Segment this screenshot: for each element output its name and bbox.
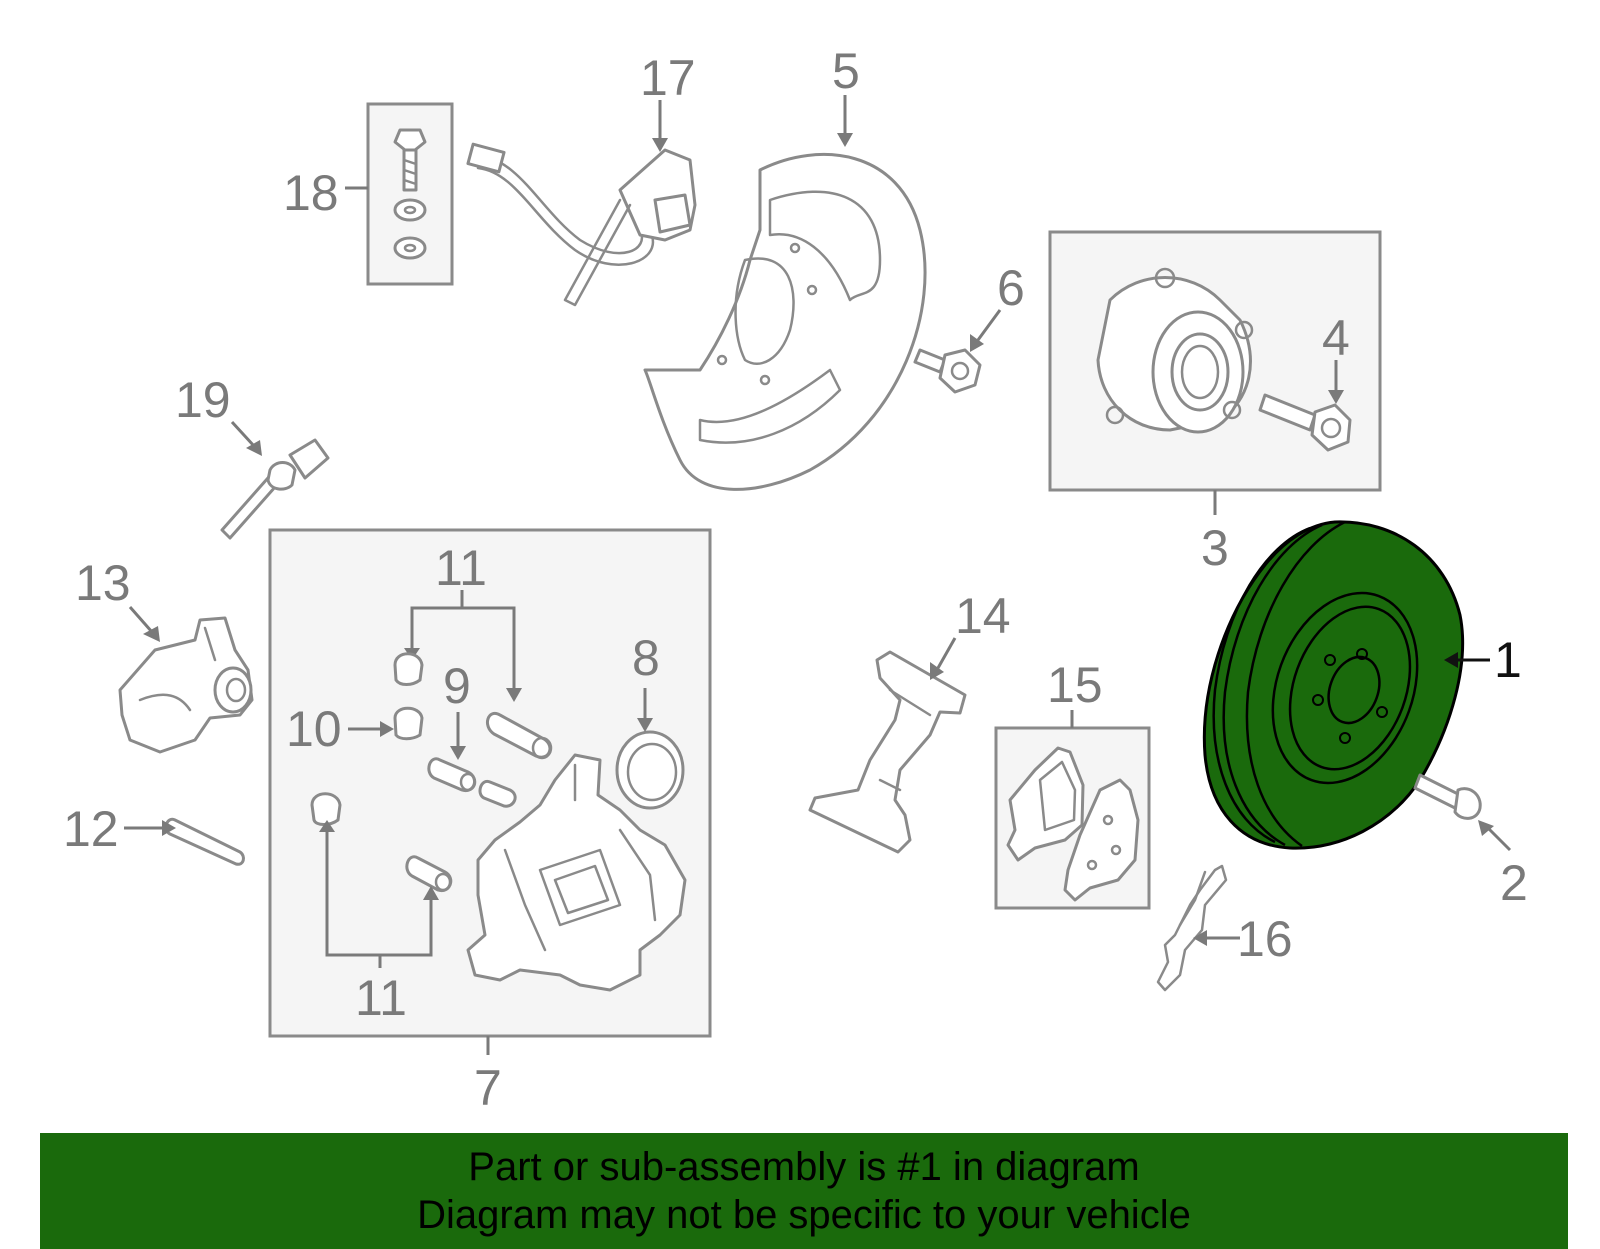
callout-15: 15	[1047, 657, 1103, 713]
callout-4: 4	[1322, 310, 1350, 366]
part-18-hardware-kit[interactable]	[345, 102, 454, 286]
part-17-sensor-wire[interactable]	[466, 142, 697, 307]
part-14-pad-clip[interactable]	[808, 650, 967, 854]
part-5-dust-shield[interactable]	[643, 153, 927, 491]
caliper-icon	[466, 753, 687, 992]
brake-pad-icon	[1006, 746, 1140, 902]
part-2-bolt[interactable]	[1413, 773, 1482, 820]
callout-2: 2	[1500, 855, 1528, 911]
callout-14: 14	[955, 588, 1011, 644]
sleeve-icon	[405, 711, 553, 893]
part-13-bracket[interactable]	[118, 616, 254, 754]
notice-line-2: Diagram may not be specific to your vehi…	[417, 1193, 1191, 1237]
callout-1: 1	[1494, 632, 1522, 688]
callout-13: 13	[75, 555, 131, 611]
callout-12: 12	[63, 801, 119, 857]
callout-19: 19	[175, 372, 231, 428]
notice-line-1: Part or sub-assembly is #1 in diagram	[468, 1145, 1140, 1189]
washer-icon	[393, 198, 427, 260]
part-7-caliper-assembly[interactable]	[268, 528, 712, 1038]
bushing-icon	[310, 652, 424, 826]
callout-8: 8	[632, 630, 660, 686]
part-16-wear-sensor[interactable]	[1156, 864, 1228, 992]
part-19-sensor[interactable]	[220, 438, 330, 540]
callout-10: 10	[286, 701, 342, 757]
callout-11-top: 11	[435, 540, 487, 596]
part-15-brake-pads[interactable]	[994, 726, 1151, 910]
callout-6: 6	[997, 260, 1025, 316]
callout-9: 9	[443, 658, 471, 714]
part-6-bolt[interactable]	[913, 348, 982, 394]
bolt-icon	[393, 128, 427, 192]
notice-banner: Part or sub-assembly is #1 in diagram Di…	[40, 1133, 1568, 1249]
piston-seal-icon	[615, 730, 685, 810]
part-4-bolt[interactable]	[1258, 393, 1352, 452]
callout-5: 5	[832, 43, 860, 99]
part-3-hub-bearing[interactable]	[1048, 230, 1382, 492]
callout-3: 3	[1201, 520, 1229, 576]
callout-17: 17	[640, 50, 696, 106]
callout-18: 18	[283, 165, 339, 221]
part-1-brake-rotor[interactable]	[1202, 520, 1465, 850]
part-12-guide-pin[interactable]	[164, 817, 245, 866]
callout-16: 16	[1237, 911, 1293, 967]
hub-bearing-icon	[1096, 267, 1254, 434]
callout-11-bottom: 11	[355, 970, 407, 1026]
callout-7: 7	[474, 1060, 502, 1116]
brake-rotor-icon	[1202, 520, 1465, 850]
